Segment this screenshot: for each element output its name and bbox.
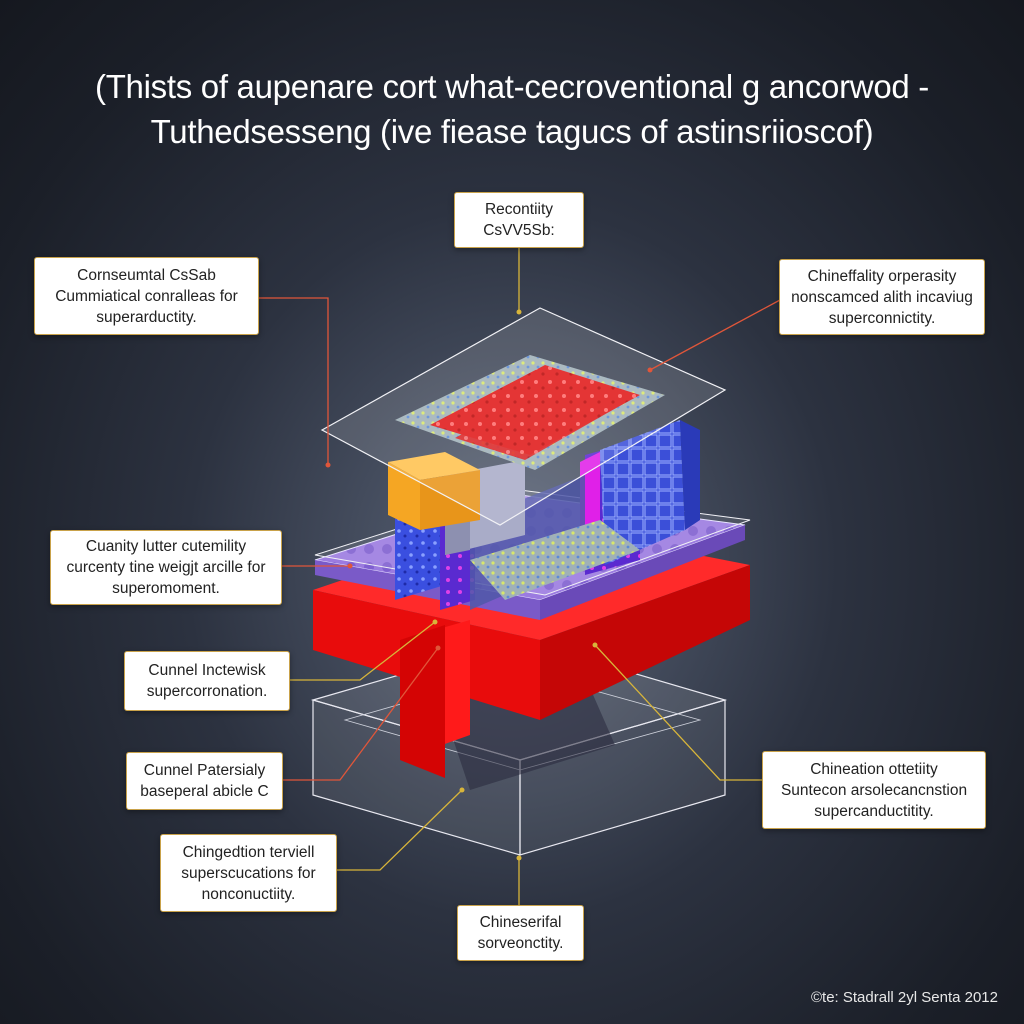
callout-left-2-line2: curcenty tine weigjt arcille for xyxy=(66,559,266,576)
callout-right-1-line1: Chineffality orperasity xyxy=(807,267,957,285)
callout-right-2: Chineation ottetiity Suntecon arsolecanc… xyxy=(762,751,986,829)
callout-left-3: Cunnel Inctewisk supercorronation. xyxy=(124,651,290,711)
callout-left-1-line1: Cornseumtal CsSab xyxy=(77,266,216,284)
callout-left-5-line3: nonconuctiity. xyxy=(201,885,296,903)
callout-left-5-line2: superscucations for xyxy=(181,864,316,882)
diagram-title-line1: (Thists of aupenare cort what-cecroventi… xyxy=(95,68,929,105)
callout-bottom-line1: Chineserifal xyxy=(479,914,562,931)
orange-block xyxy=(388,452,525,555)
callout-right-2-line2: Suntecon arsolecancnstion xyxy=(780,781,968,799)
callout-right-1: Chineffality orperasity nonscamced alith… xyxy=(779,259,985,335)
callout-left-1-line2: Cummiatical conralleas for xyxy=(55,287,238,305)
callout-left-5: Chingedtion terviell superscucations for… xyxy=(160,834,337,912)
callout-top: Recontiity CsVV5Sb: xyxy=(454,192,584,248)
callout-bottom-line2: sorveonctity. xyxy=(477,935,564,952)
callout-left-4: Cunnel Patersialy baseperal abicle C xyxy=(126,752,283,810)
callout-left-5-line1: Chingedtion terviell xyxy=(182,843,315,861)
callout-left-3-line2: supercorronation. xyxy=(146,683,268,700)
callout-top-line2: CsVV5Sb: xyxy=(483,222,555,239)
callout-right-1-line3: superconnictity. xyxy=(828,309,936,327)
callout-top-line1: Recontiity xyxy=(484,201,554,218)
top-transparent-plane xyxy=(320,307,727,526)
callout-left-3-line1: Cunnel Inctewisk xyxy=(148,662,266,679)
callout-left-4-line2: baseperal abicle C xyxy=(140,783,269,800)
callout-right-2-line1: Chineation ottetiity xyxy=(810,760,938,778)
callout-left-1-line3: superarductity. xyxy=(96,308,197,326)
callout-left-1: Cornseumtal CsSab Cummiatical conralleas… xyxy=(34,257,259,335)
callout-left-2-line3: superomoment. xyxy=(112,580,220,597)
leader-lines xyxy=(258,248,781,905)
diagram-title-line2: Tuthedsesseng (ive fiease tagucs of asti… xyxy=(150,113,874,150)
red-dotted-top-layer xyxy=(395,355,665,470)
callout-left-4-line1: Cunnel Patersialy xyxy=(143,762,266,779)
footer-credit: ©te: Stadrall 2yl Senta 2012 xyxy=(810,989,998,1006)
callout-left-2-line1: Cuanity lutter cutemility xyxy=(85,538,247,555)
callout-right-1-line2: nonscamced alith incaviug xyxy=(791,288,973,306)
callout-right-2-line3: supercanductitity. xyxy=(814,802,934,820)
callout-bottom: Chineserifal sorveonctity. xyxy=(457,905,584,961)
callout-left-2: Cuanity lutter cutemility curcenty tine … xyxy=(50,530,282,605)
